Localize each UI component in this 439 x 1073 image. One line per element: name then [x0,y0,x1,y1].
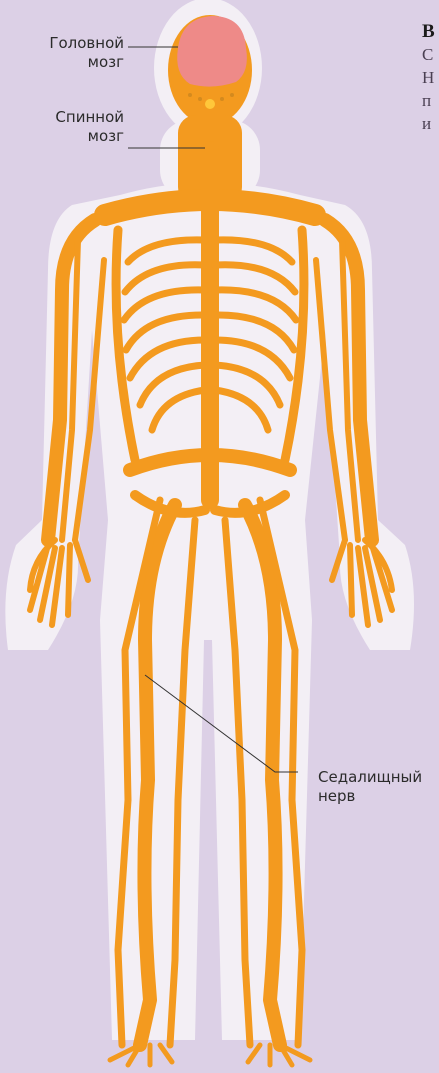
spinal-cord-label: Спинной мозг [20,108,124,146]
brain-shape [177,16,247,87]
side-line: п [422,89,439,112]
side-line: Н [422,66,439,89]
side-line: и [422,112,439,135]
brain-label: Головной мозг [20,34,124,72]
side-text-column: В С Н п и [422,20,439,135]
side-heading: В [422,20,439,43]
sciatic-nerve-label: Седалищный нерв [318,768,422,806]
side-line: С [422,43,439,66]
